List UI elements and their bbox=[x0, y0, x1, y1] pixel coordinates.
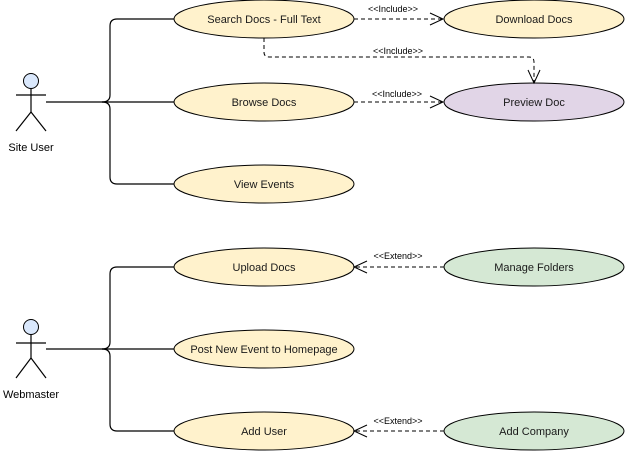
actor-webmaster[interactable]: Webmaster bbox=[3, 319, 59, 402]
open-arrow-icon bbox=[527, 69, 541, 85]
use-case-ellipse bbox=[173, 329, 355, 369]
use-case-add-user[interactable]: Add User bbox=[173, 411, 355, 451]
extend-manage-folders-to-upload[interactable]: <<Extend>> bbox=[352, 251, 444, 274]
actor-right-leg bbox=[30, 111, 47, 132]
use-case-post-event[interactable]: Post New Event to Homepage bbox=[173, 329, 355, 369]
actor-left-leg bbox=[15, 357, 32, 379]
use-case-browse-docs[interactable]: Browse Docs bbox=[173, 82, 355, 122]
use-case-manage-folders[interactable]: Manage Folders bbox=[443, 247, 625, 287]
webmaster-associations bbox=[46, 266, 175, 432]
include-search-to-preview[interactable]: <<Include>> bbox=[263, 38, 541, 85]
relationship-label: <<Extend>> bbox=[373, 416, 422, 426]
use-case-label: Upload Docs bbox=[233, 262, 296, 274]
extend-add-company-to-add-user[interactable]: <<Extend>> bbox=[352, 416, 444, 438]
actor-left-leg bbox=[15, 111, 32, 132]
use-case-label: Download Docs bbox=[495, 14, 573, 26]
association-add-user bbox=[101, 348, 175, 432]
use-case-upload-docs[interactable]: Upload Docs bbox=[173, 247, 355, 287]
use-case-label: Browse Docs bbox=[232, 97, 297, 109]
relationship-line bbox=[263, 38, 535, 82]
actor-head-icon bbox=[23, 73, 39, 89]
include-search-to-download[interactable]: <<Include>> bbox=[354, 4, 445, 26]
use-case-add-company[interactable]: Add Company bbox=[443, 411, 625, 451]
use-case-view-events[interactable]: View Events bbox=[173, 164, 355, 204]
open-arrow-icon bbox=[352, 424, 368, 438]
use-case-search-docs[interactable]: Search Docs - Full Text bbox=[173, 0, 355, 39]
relationship-label: <<Include>> bbox=[368, 4, 418, 14]
actor-site-user[interactable]: Site User bbox=[8, 73, 54, 155]
include-browse-to-preview[interactable]: <<Include>> bbox=[354, 89, 445, 109]
use-case-preview-doc[interactable]: Preview Doc bbox=[443, 82, 625, 122]
use-case-label: Add Company bbox=[499, 426, 569, 438]
use-case-ellipse bbox=[173, 164, 355, 204]
open-arrow-icon bbox=[352, 260, 368, 274]
use-case-label: Add User bbox=[241, 426, 287, 438]
use-case-label: Search Docs - Full Text bbox=[207, 14, 321, 26]
open-arrow-icon bbox=[429, 95, 445, 109]
use-case-download-docs[interactable]: Download Docs bbox=[443, 0, 625, 39]
actor-label-site-user: Site User bbox=[8, 142, 54, 154]
relationship-label: <<Extend>> bbox=[373, 251, 422, 261]
association-search-docs bbox=[101, 18, 175, 103]
use-case-label: Preview Doc bbox=[503, 97, 565, 109]
use-case-label: Post New Event to Homepage bbox=[190, 344, 337, 356]
use-case-label: Manage Folders bbox=[494, 262, 574, 274]
association-view-events bbox=[101, 101, 175, 185]
actor-head-icon bbox=[23, 319, 39, 335]
actor-right-leg bbox=[30, 357, 47, 379]
association-upload-docs bbox=[101, 266, 175, 350]
open-arrow-icon bbox=[429, 12, 445, 26]
site-user-associations bbox=[46, 18, 175, 185]
use-case-label: View Events bbox=[234, 179, 295, 191]
relationship-label: <<Include>> bbox=[372, 89, 422, 99]
actor-label-webmaster: Webmaster bbox=[3, 389, 59, 401]
relationship-label: <<Include>> bbox=[373, 46, 423, 56]
